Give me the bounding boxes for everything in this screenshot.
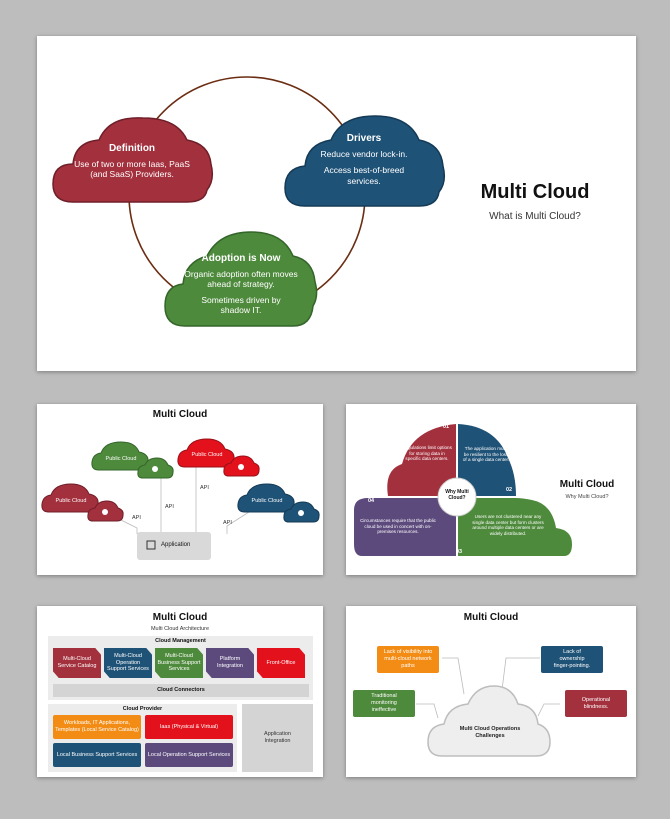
quadrant-04-text: Circumstances require that the public cl…	[360, 518, 436, 534]
slide-4-architecture[interactable]: Multi Cloud Multi Cloud Architecture Clo…	[37, 606, 323, 777]
public-cloud-green-shape	[91, 441, 174, 479]
quadrant-03-text: Users are not clustered near any single …	[472, 514, 544, 536]
slide-5-diagram	[416, 657, 560, 757]
quadrant-01-shape	[387, 424, 456, 496]
slide-1-diagram	[52, 76, 446, 327]
quadrant-01-number: 01	[443, 424, 450, 430]
mgmt-platform-integration: Platform Integration	[206, 648, 254, 678]
center-circle	[437, 477, 477, 517]
cloud-provider-label: Cloud Provider	[122, 706, 163, 712]
challenge-operational-blindness: Operational blindness.	[565, 690, 627, 717]
quadrant-02-text: The application must be resilient to the…	[462, 446, 510, 462]
provider-workloads: Workloads, IT Applications, Templates (L…	[53, 715, 141, 739]
mgmt-operation-support: Multi-Cloud Operation Support Services	[104, 648, 152, 678]
drivers-line-1: Reduce vendor lock-in.	[320, 148, 408, 159]
quadrant-02-number: 02	[506, 487, 513, 493]
slide-2-diagram	[41, 438, 320, 560]
quadrant-03-number: 03	[456, 549, 463, 555]
slide-1-what-is-multi-cloud[interactable]: Definition Use of two or more Iaas, PaaS…	[37, 36, 636, 371]
challenge-ownership: Lack of ownership finger-pointing.	[541, 646, 603, 673]
mgmt-business-support: Multi-Cloud Business Support Services	[155, 648, 203, 678]
definition-cloud: Definition Use of two or more Iaas, PaaS…	[57, 143, 207, 180]
slide-4-title: Multi Cloud	[152, 612, 208, 623]
public-cloud-label-green: Public Cloud	[105, 456, 137, 462]
slide-1-subtitle: What is Multi Cloud?	[489, 211, 581, 222]
definition-heading: Definition	[108, 143, 156, 154]
challenge-traditional-monitoring: Traditional monitoring ineffective	[353, 690, 415, 717]
drivers-cloud-shape	[284, 115, 446, 207]
adoption-cloud: Adoption is Now Organic adoption often m…	[169, 253, 313, 316]
slide-1-title: Multi Cloud	[480, 181, 590, 203]
cloud-management-label: Cloud Management	[155, 638, 206, 644]
adoption-heading: Adoption is Now	[201, 253, 281, 264]
quadrant-01-text: Regulations limit options for storing da…	[402, 445, 452, 461]
mgmt-service-catalog: Multi-Cloud Service Catalog	[53, 648, 101, 678]
drivers-heading: Drivers	[346, 133, 382, 144]
provider-iaas: Iaas (Physical & Virtual)	[145, 715, 233, 739]
application-label: Application	[161, 542, 191, 548]
quadrant-02-shape	[458, 424, 516, 496]
challenges-center-label: Multi Cloud Operations Challenges	[459, 726, 521, 739]
slide-2-public-clouds[interactable]: Multi Cloud	[37, 404, 323, 575]
public-cloud-label-maroon: Public Cloud	[55, 498, 87, 504]
slide-3-title: Multi Cloud	[559, 479, 615, 490]
adoption-cloud-shape	[164, 231, 318, 327]
slide-5-title: Multi Cloud	[463, 612, 519, 623]
why-multi-cloud-center: Why Multi Cloud?	[445, 489, 469, 501]
public-cloud-maroon-shape	[41, 483, 124, 522]
definition-cloud-shape	[52, 117, 214, 203]
quadrant-04-number: 04	[368, 498, 375, 504]
public-cloud-label-red: Public Cloud	[191, 452, 223, 458]
slide-2-title: Multi Cloud	[152, 409, 208, 420]
public-cloud-label-blue: Public Cloud	[251, 498, 283, 504]
api-label-2: API	[165, 504, 174, 510]
slide-4-subtitle: Multi Cloud Architecture	[150, 626, 210, 632]
api-connector-lines	[120, 464, 250, 534]
slide-5-operations-challenges[interactable]: Multi Cloud Lack of visibility into mult…	[346, 606, 636, 777]
drivers-cloud: Drivers Reduce vendor lock-in. Access be…	[289, 133, 439, 186]
quadrant-04-shape	[354, 498, 456, 556]
api-label-4: API	[223, 520, 232, 526]
challenge-connector-lines	[416, 657, 560, 719]
public-cloud-blue-shape	[237, 483, 320, 523]
application-icon	[146, 540, 156, 550]
adoption-line-2: Sometimes driven by shadow IT.	[201, 294, 281, 316]
provider-local-operation-support: Local Operation Support Services	[145, 743, 233, 767]
challenges-cloud-shape	[427, 685, 551, 757]
slide-3-subtitle: Why Multi Cloud?	[565, 494, 609, 500]
challenge-visibility: Lack of visibility into multi-cloud netw…	[377, 646, 439, 673]
application-integration-panel: Application Integration	[242, 704, 313, 772]
slide-3-diagram	[354, 424, 572, 556]
slide-3-why-multi-cloud[interactable]: 01 02 03 04 Regulations limit options fo…	[346, 404, 636, 575]
cloud-connectors-bar: Cloud Connectors	[53, 684, 309, 697]
quadrant-03-shape	[458, 498, 572, 556]
mgmt-front-office: Front-Office	[257, 648, 305, 678]
api-label-3: API	[200, 485, 209, 491]
drivers-line-2: Access best-of-breed services.	[323, 165, 405, 186]
provider-local-business-support: Local Business Support Services	[53, 743, 141, 767]
public-cloud-red-shape	[177, 438, 260, 477]
definition-text: Use of two or more Iaas, PaaS (and SaaS)…	[74, 158, 190, 180]
application-box	[137, 532, 211, 560]
adoption-line-1: Organic adoption often moves ahead of st…	[184, 268, 298, 290]
api-label-1: API	[132, 515, 141, 521]
